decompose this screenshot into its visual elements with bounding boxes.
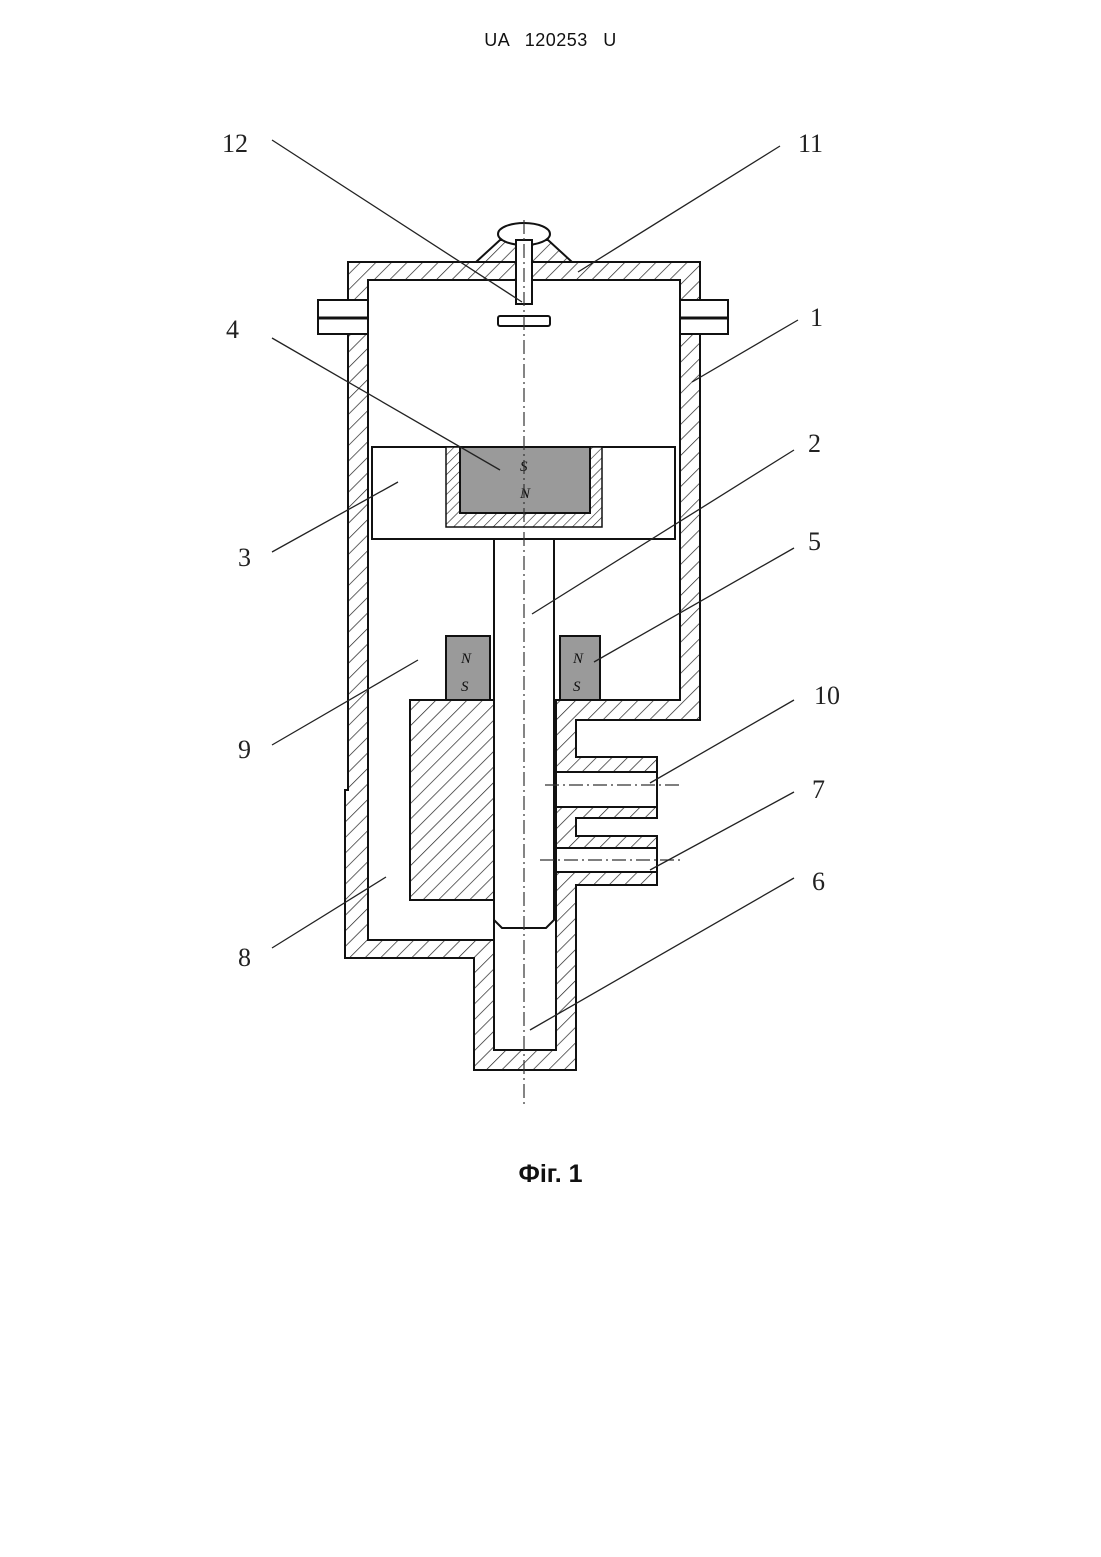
port-10 [556, 772, 657, 807]
callout-2: 2 [808, 429, 821, 458]
callout-12: 12 [222, 129, 248, 158]
callout-9: 9 [238, 735, 251, 764]
ring-magnet-left-pole-upper: N [460, 651, 472, 667]
magnet-4-pole-lower: N [519, 486, 531, 502]
ring-magnet-left-pole-lower: S [461, 679, 469, 695]
callout-11: 11 [798, 129, 823, 158]
ring-magnet-right-pole-lower: S [573, 679, 581, 695]
callout-1: 1 [810, 303, 823, 332]
callout-5: 5 [808, 527, 821, 556]
callout-7: 7 [812, 775, 825, 804]
magnet-4 [460, 447, 590, 513]
callout-3: 3 [238, 543, 251, 572]
core-block [410, 700, 494, 900]
figure-caption: Фіг. 1 [0, 1160, 1101, 1189]
callout-8: 8 [238, 943, 251, 972]
callout-10: 10 [814, 681, 840, 710]
callout-6: 6 [812, 867, 825, 896]
ring-magnet-right-pole-upper: N [572, 651, 584, 667]
callout-4: 4 [226, 315, 239, 344]
